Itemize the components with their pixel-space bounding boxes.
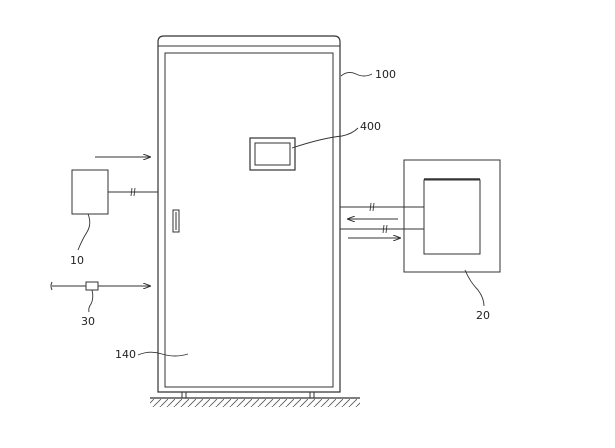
leader-400 bbox=[291, 127, 359, 149]
cabinet-foot-left bbox=[181, 391, 187, 399]
ground bbox=[150, 397, 360, 407]
connector-tick-lower-b bbox=[385, 224, 388, 234]
inline-device-30 bbox=[50, 281, 150, 291]
connection-lines bbox=[340, 202, 424, 238]
connector-tick-10a bbox=[130, 187, 133, 197]
label-display: 400 bbox=[360, 120, 381, 133]
leader-100 bbox=[340, 71, 373, 77]
connector-tick-lower-a bbox=[382, 224, 385, 234]
cabinet-door bbox=[164, 52, 334, 388]
leader-10 bbox=[77, 213, 91, 251]
cabinet-foot-right bbox=[309, 391, 315, 399]
connector-tick-upper-a bbox=[369, 202, 372, 212]
label-door: 140 bbox=[115, 348, 136, 361]
label-inline-device-30: 30 bbox=[81, 315, 95, 328]
label-unit-10: 10 bbox=[70, 254, 84, 267]
display-panel bbox=[249, 137, 296, 171]
connector-tick-upper-b bbox=[372, 202, 375, 212]
leader-30 bbox=[88, 289, 94, 313]
label-cabinet: 100 bbox=[375, 68, 396, 81]
leader-20 bbox=[464, 269, 485, 307]
unit-20 bbox=[403, 159, 501, 273]
cabinet bbox=[157, 35, 341, 399]
connector-tick-10b bbox=[133, 187, 136, 197]
door-handle bbox=[172, 209, 180, 233]
label-unit-20: 20 bbox=[476, 309, 490, 322]
leader-140 bbox=[137, 351, 189, 357]
unit-10 bbox=[71, 169, 158, 215]
